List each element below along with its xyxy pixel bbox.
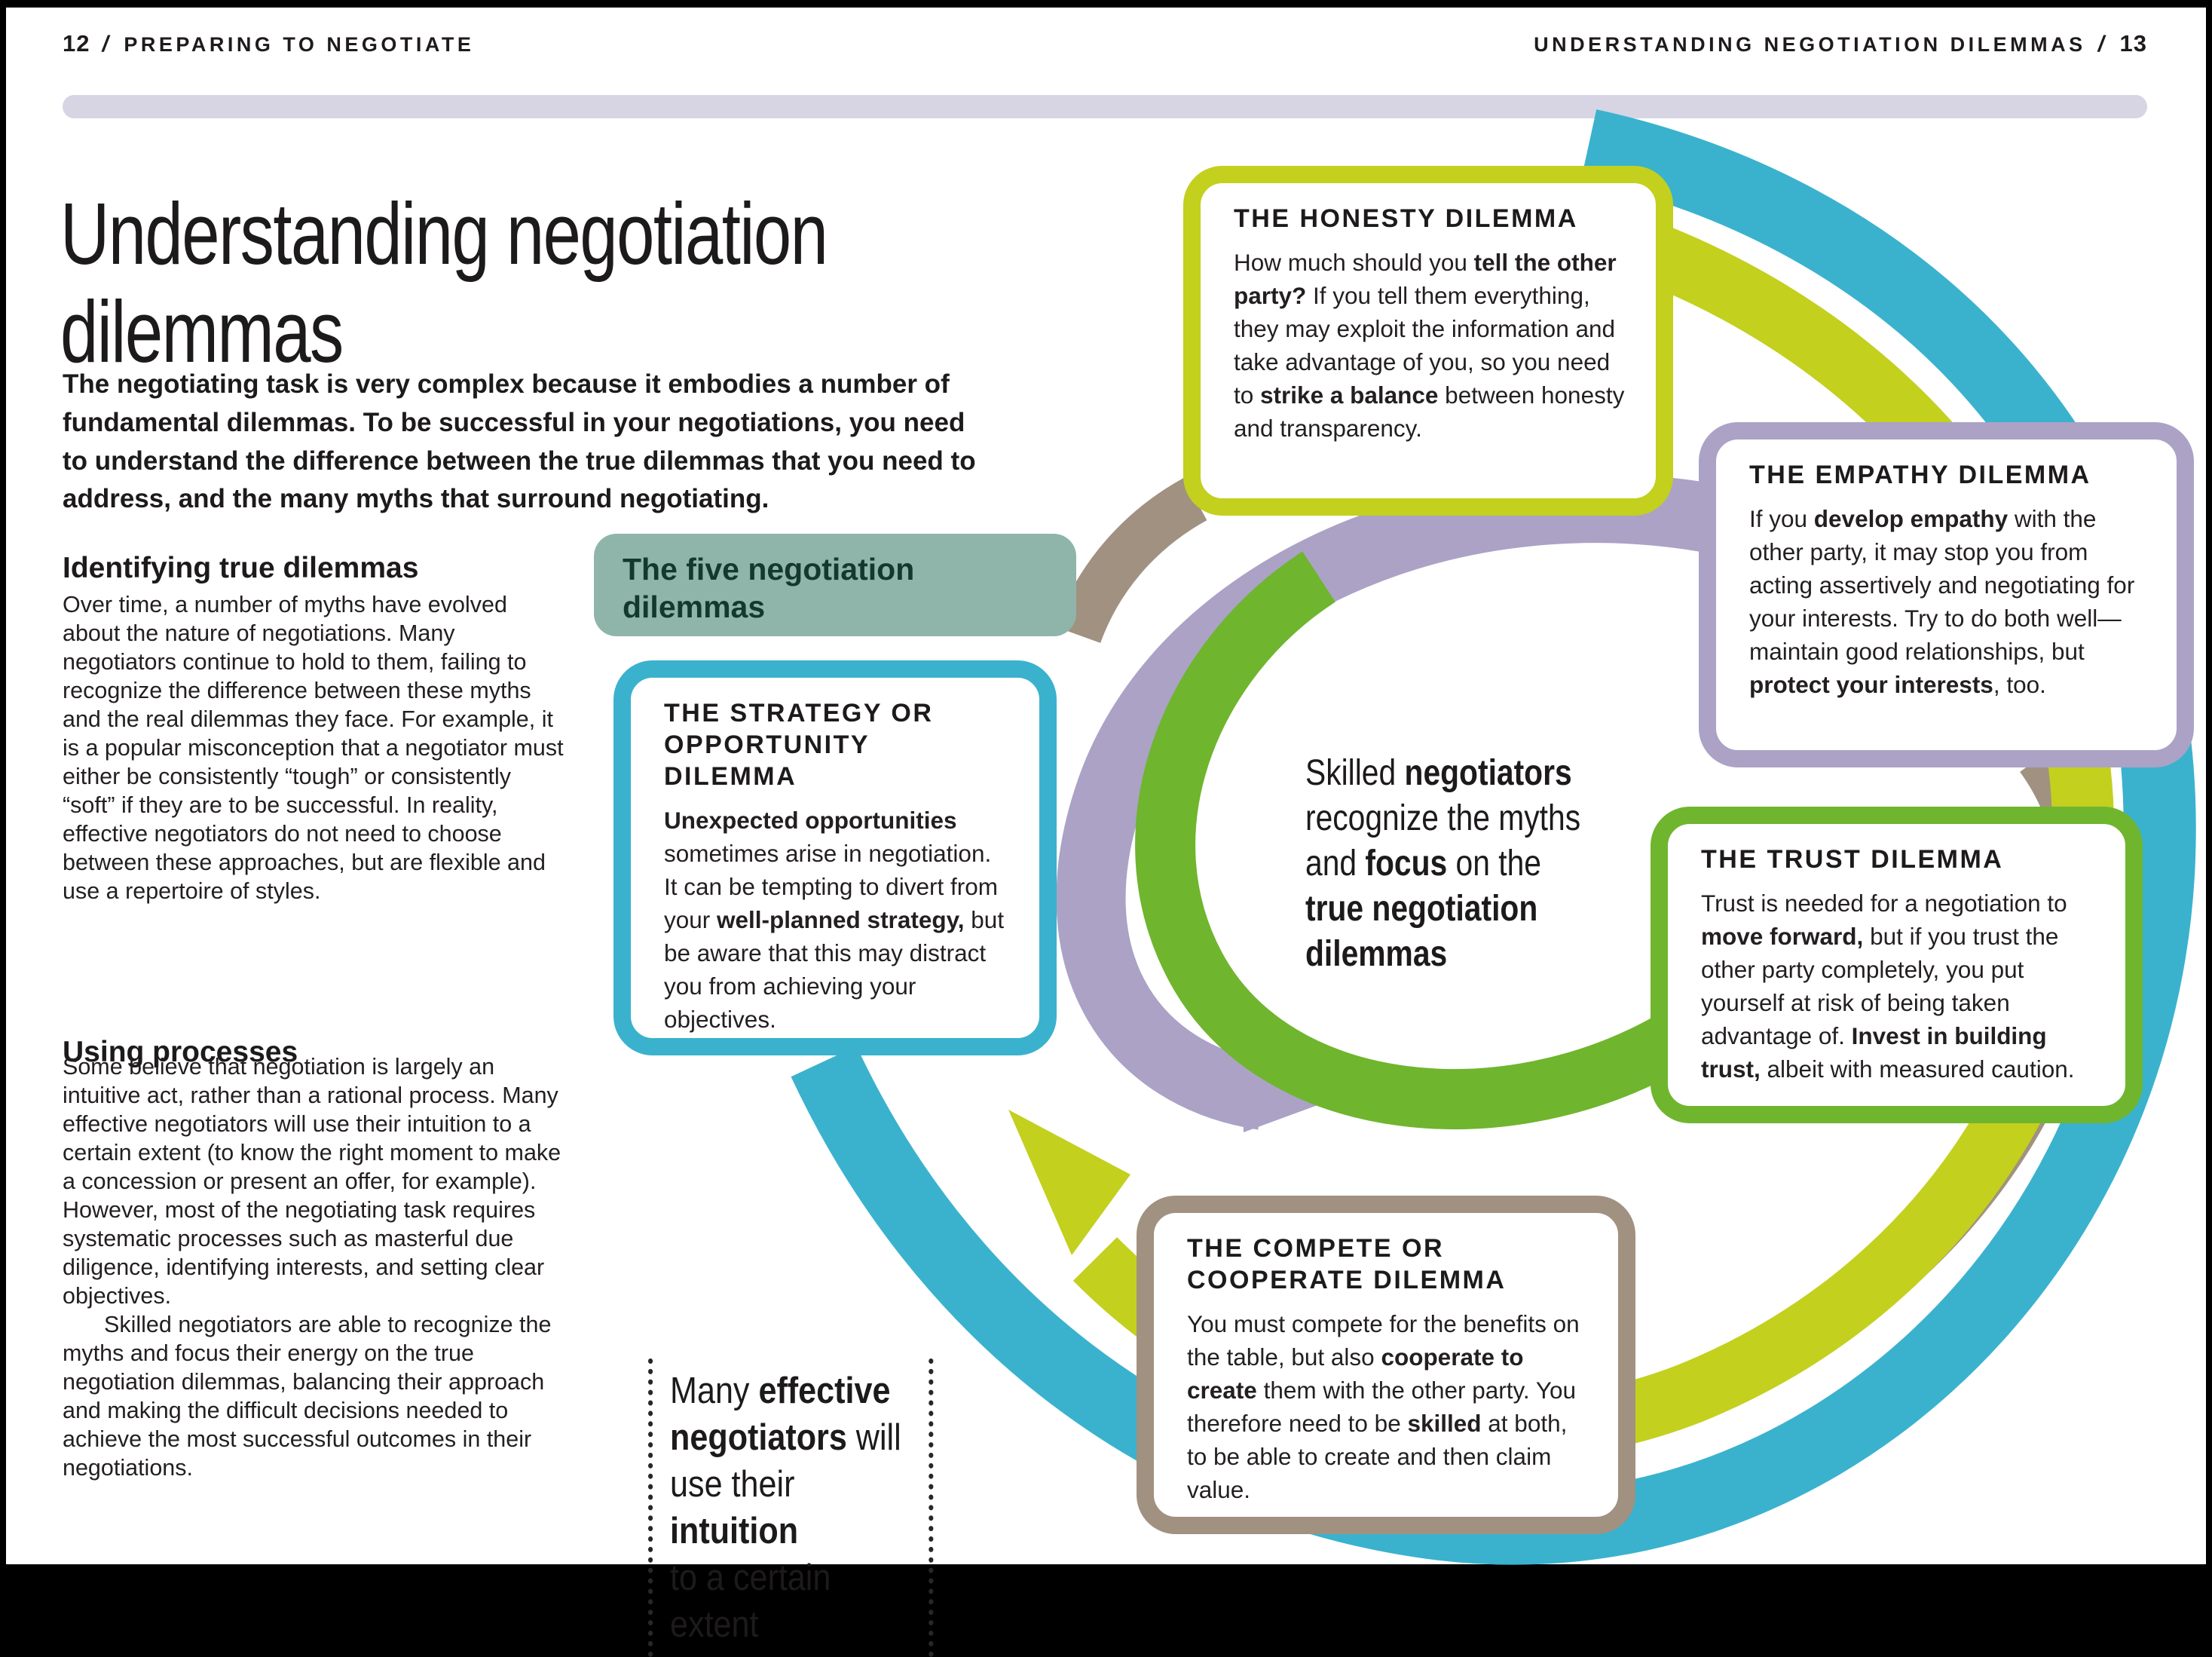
callout-honesty-dilemma: THE HONESTY DILEMMA How much should you …: [1183, 166, 1673, 516]
callout-title: THE TRUST DILEMMA: [1701, 845, 2004, 874]
intro-paragraph: The negotiating task is very complex bec…: [63, 369, 976, 514]
lime-arc-tip: [1008, 1110, 1130, 1255]
callout-title: THE HONESTY DILEMMA: [1234, 204, 1578, 233]
running-head-right: UNDERSTANDING NEGOTIATION DILEMMAS / 13: [1534, 30, 2147, 57]
section-paragraphs: Some believe that negotiation is largely…: [63, 1052, 566, 1482]
callout-body: How much should you tell the other party…: [1234, 249, 1625, 443]
blue-arc: [791, 109, 2196, 1565]
callout-body: Unexpected opportunities sometimes arise…: [664, 807, 1005, 1034]
section-paragraph: Over time, a number of myths have evolve…: [63, 591, 564, 904]
section-paragraph: Some believe that negotiation is largely…: [63, 1054, 561, 1309]
callout-title: THE EMPATHY DILEMMA: [1749, 461, 2091, 489]
book-spread: { "colors": { "ink": "#1f1b1c", "header_…: [6, 8, 2206, 1657]
running-head-left: 12 / PREPARING TO NEGOTIATE: [63, 30, 474, 57]
page-number-right: 13: [2119, 30, 2147, 57]
taupe-arc-upper: [1054, 477, 1207, 644]
divider-slash: /: [102, 32, 112, 57]
page-number-left: 12: [63, 30, 90, 57]
callout-body: If you develop empathy with the other pa…: [1749, 505, 2135, 699]
header-rule-bar: [63, 95, 2147, 118]
callout-body: You must compete for the benefits on the…: [1187, 1310, 1580, 1504]
running-head-right-label: UNDERSTANDING NEGOTIATION DILEMMAS: [1534, 33, 2086, 56]
section-heading-processes: Using processes: [63, 1036, 298, 1069]
running-head-left-label: PREPARING TO NEGOTIATE: [124, 33, 475, 56]
page-background: 12 / PREPARING TO NEGOTIATE UNDERSTANDING …: [6, 8, 2206, 1657]
section-heading-identifying: Identifying true dilemmas: [63, 552, 419, 585]
callout-trust-dilemma: THE TRUST DILEMMA Trust is needed for a …: [1651, 807, 2143, 1123]
callout-empathy-dilemma: THE EMPATHY DILEMMA If you develop empat…: [1699, 422, 2194, 767]
callout-body: Trust is needed for a negotiation to mov…: [1701, 890, 2075, 1083]
divider-slash: /: [2097, 32, 2108, 57]
section-paragraph: Skilled negotiators are able to recogniz…: [63, 1312, 552, 1481]
